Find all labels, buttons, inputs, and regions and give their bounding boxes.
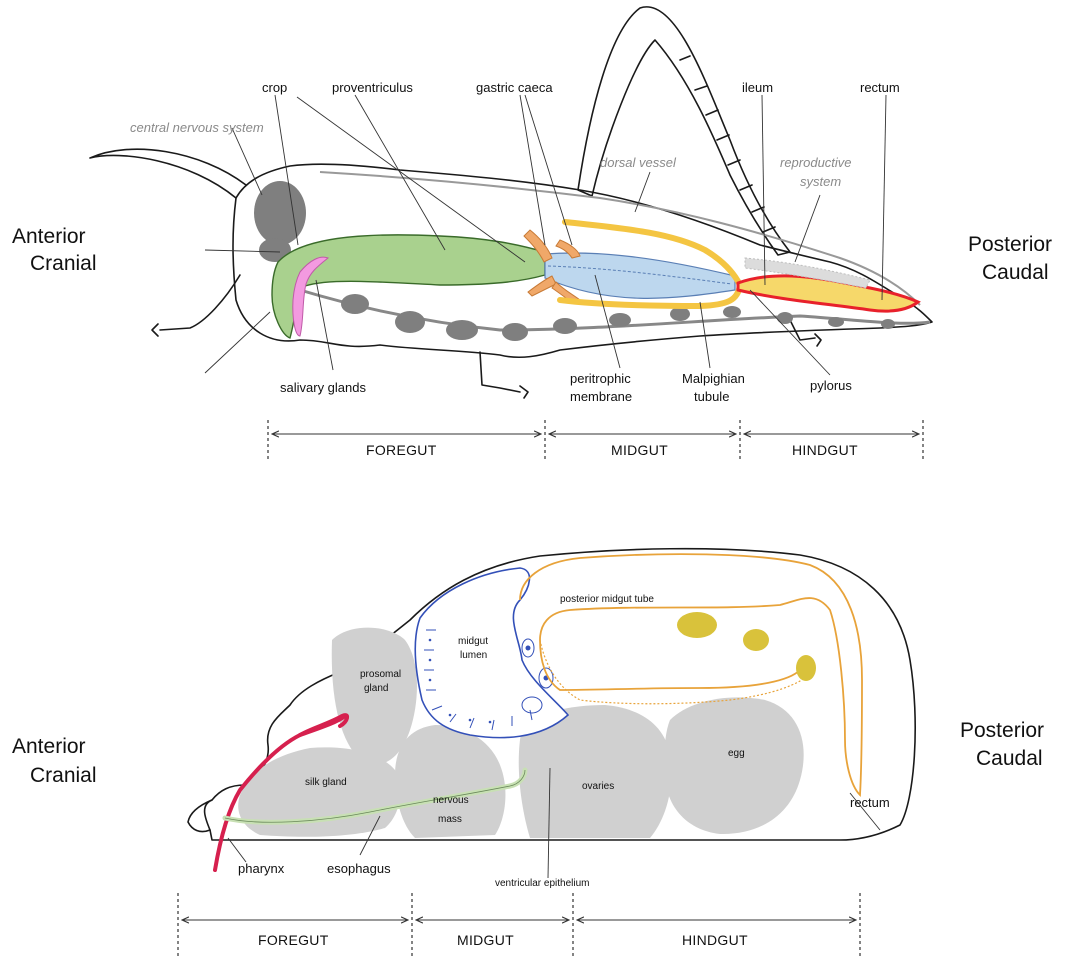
label-malpighian-2: tubule [694, 389, 729, 404]
front-leg [152, 275, 240, 336]
label-ovaries: ovaries [582, 781, 614, 792]
label-peritrophic-2: membrane [570, 389, 632, 404]
midgut [545, 253, 735, 298]
label-rectum-bottom: rectum [850, 795, 890, 810]
hind-leg [578, 7, 790, 255]
label-rectum-top: rectum [860, 80, 900, 95]
label-reproductive-2: system [800, 174, 841, 189]
egg-shape [664, 697, 804, 834]
spider-figure [188, 549, 915, 878]
leader-lines-top [205, 95, 886, 375]
label-anterior-top: Anterior [12, 225, 86, 248]
pharynx-curl [300, 715, 347, 735]
label-midgut-lumen-2: lumen [460, 650, 487, 661]
label-hindgut-bottom: HINDGUT [682, 932, 748, 948]
mid-leg [480, 352, 528, 398]
label-foregut-top: FOREGUT [366, 442, 437, 458]
label-esophagus: esophagus [327, 861, 391, 876]
midgut-lumen-wall [415, 568, 568, 738]
label-dorsal-vessel: dorsal vessel [600, 155, 677, 170]
label-ileum: ileum [742, 80, 773, 95]
yolk-granules [677, 612, 816, 681]
label-foregut-bottom: FOREGUT [258, 932, 329, 948]
label-cranial-top: Cranial [30, 252, 97, 275]
label-posterior-top: Posterior [968, 233, 1052, 256]
orange-epithelium [540, 640, 812, 704]
label-crop: crop [262, 80, 287, 95]
antenna [90, 149, 246, 198]
label-silk-gland: silk gland [305, 777, 347, 788]
label-gastric-caeca: gastric caeca [476, 80, 553, 95]
grasshopper-figure [90, 7, 932, 398]
label-salivary-glands: salivary glands [280, 380, 366, 395]
label-hindgut-top: HINDGUT [792, 442, 858, 458]
label-midgut-top: MIDGUT [611, 442, 668, 458]
label-anterior-bottom: Anterior [12, 735, 86, 758]
label-ventricular-epithelium: ventricular epithelium [495, 878, 590, 889]
label-malpighian-1: Malpighian [682, 371, 745, 386]
rear-leg [790, 320, 821, 346]
label-midgut-lumen-1: midgut [458, 636, 488, 647]
label-egg: egg [728, 748, 745, 759]
label-pylorus: pylorus [810, 378, 852, 393]
label-nervous-1: nervous [433, 795, 469, 806]
label-prosomal-2: gland [364, 683, 388, 694]
label-posterior-bottom: Posterior [960, 719, 1044, 742]
brain-ganglion [254, 181, 306, 245]
label-cranial-bottom: Cranial [30, 764, 97, 787]
label-pharynx: pharynx [238, 861, 285, 876]
label-caudal-bottom: Caudal [976, 747, 1043, 770]
label-midgut-bottom: MIDGUT [457, 932, 514, 948]
label-prosomal-1: prosomal [360, 669, 401, 680]
label-reproductive-1: reproductive [780, 155, 852, 170]
label-cns: central nervous system [130, 120, 264, 135]
label-posterior-midgut-tube: posterior midgut tube [560, 594, 654, 605]
label-proventriculus: proventriculus [332, 80, 413, 95]
label-nervous-2: mass [438, 814, 462, 825]
label-peritrophic-1: peritrophic [570, 371, 631, 386]
label-caudal-top: Caudal [982, 261, 1049, 284]
